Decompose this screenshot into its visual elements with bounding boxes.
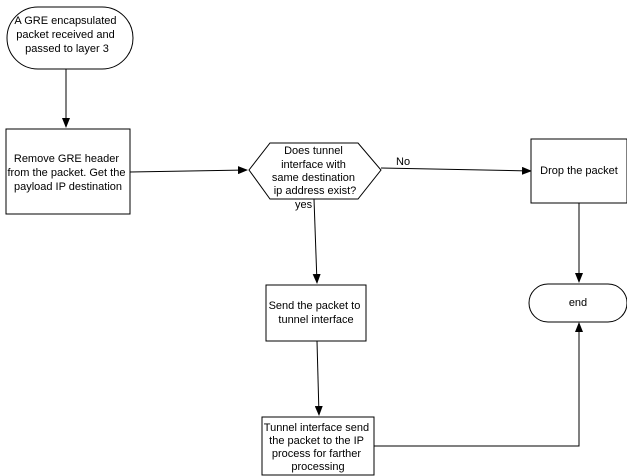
decision-text-line: Does tunnel	[284, 145, 343, 157]
svg-text:Send the packet to tunne: Send the packet to tunnel interface	[269, 300, 364, 326]
tunnel-send-ip-text-line: the packet to the IP	[269, 435, 364, 447]
decision-node: Does tunnel interface with same destinat…	[248, 142, 382, 200]
edge-decision-to-drop	[380, 166, 532, 175]
remove-header-text-line: from the packet. Get the	[7, 167, 125, 179]
end-text-line: end	[569, 297, 587, 309]
decision-text-line: interface with	[281, 159, 346, 171]
yes-label: yes	[295, 199, 313, 211]
end-node: end	[528, 283, 627, 323]
edge-send-tunnel-to-tunnel-send-ip	[314, 340, 323, 416]
remove-header-text-line: Remove GRE header	[14, 153, 119, 165]
no-label: No	[396, 156, 410, 168]
start-text-line: A GRE encapsulated	[14, 15, 116, 27]
edge-decision-to-send-tunnel	[312, 198, 321, 284]
tunnel-send-ip-text-line: process for farther	[272, 448, 362, 460]
start-node: A GRE encapsulated packet received and p…	[6, 6, 134, 70]
send-tunnel-node: Send the packet to tunnel interface	[265, 284, 367, 342]
svg-text:Remove GRE header from t: Remove GRE header from the packet. Get t…	[7, 153, 128, 193]
start-text-line: packet received and	[16, 29, 114, 41]
decision-text-line: ip address exist?	[274, 185, 357, 197]
drop-packet-node: Drop the packet	[530, 138, 627, 204]
svg-text:Drop the packet: Drop the packet	[540, 165, 618, 177]
svg-text:Tunnel interface send th: Tunnel interface send the packet to the …	[264, 422, 372, 473]
remove-header-text-line: payload IP destination	[14, 181, 122, 193]
start-text-line: passed to layer 3	[25, 43, 109, 55]
send-tunnel-text-line: tunnel interface	[278, 314, 353, 326]
edge-remove-header-to-decision	[129, 166, 248, 175]
edge-tunnel-send-ip-to-end	[374, 322, 583, 447]
tunnel-send-ip-text-line: processing	[291, 461, 344, 473]
drop-packet-text-line: Drop the packet	[540, 165, 618, 177]
tunnel-send-ip-text-line: Tunnel interface send	[264, 422, 369, 434]
tunnel-send-ip-node: Tunnel interface send the packet to the …	[261, 416, 375, 476]
svg-text:end: end	[569, 297, 587, 309]
decision-text-line: same destination	[272, 172, 355, 184]
remove-header-node: Remove GRE header from the packet. Get t…	[5, 128, 131, 215]
svg-text:Does tunnel interface wi: Does tunnel interface with same destinat…	[272, 145, 358, 197]
send-tunnel-text-line: Send the packet to	[269, 300, 361, 312]
svg-text:A GRE encapsulated packe: A GRE encapsulated packet received and p…	[14, 15, 119, 55]
